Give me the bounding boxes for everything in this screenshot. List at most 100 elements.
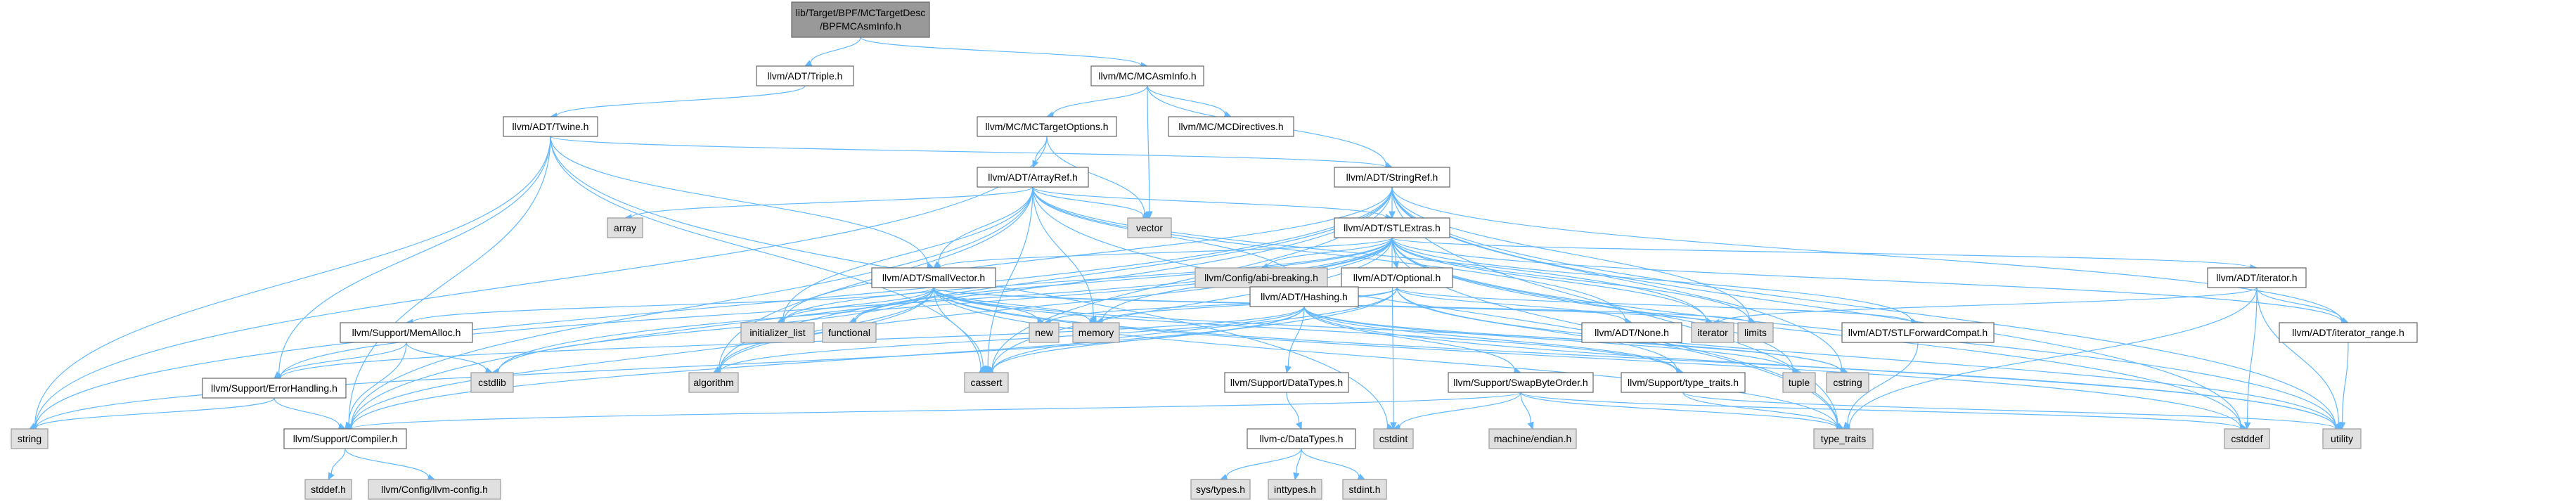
edge-swapbyte-to-typetraits: [1520, 392, 1845, 432]
node-datatypes[interactable]: llvm/Support/DataTypes.h: [1224, 372, 1349, 393]
node-algorithm[interactable]: algorithm: [688, 372, 739, 393]
tuple-label: tuple: [1789, 377, 1810, 388]
smallvector-label: llvm/ADT/SmallVector.h: [882, 272, 985, 283]
edge-mcasminfo-to-mctargetoptions: [1045, 85, 1148, 118]
edge-stlextras-to-cstddef: [1391, 237, 2248, 431]
edge-hashing-to-utility: [1303, 306, 2343, 432]
node-mcasminfo[interactable]: llvm/MC/MCAsmInfo.h: [1090, 65, 1204, 86]
node-limits[interactable]: limits: [1737, 322, 1774, 343]
machineendian-label: machine/endian.h: [1494, 433, 1572, 444]
algorithm-label: algorithm: [693, 377, 734, 388]
edge-swapbyte-to-cstddef: [1520, 392, 2248, 432]
llvmconfig-label: llvm/Config/llvm-config.h: [381, 484, 488, 495]
node-swapbyte[interactable]: llvm/Support/SwapByteOrder.h: [1448, 372, 1594, 393]
node-cdatatypes[interactable]: llvm-c/DataTypes.h: [1247, 428, 1356, 449]
root-label-line1: lib/Target/BPF/MCTargetDesc: [796, 7, 925, 18]
node-memory[interactable]: memory: [1072, 322, 1120, 343]
node-mcdirectives[interactable]: llvm/MC/MCDirectives.h: [1168, 116, 1294, 137]
edge-compiler-to-stddef: [328, 448, 346, 481]
edge-swapbyte-to-machineendian: [1520, 392, 1534, 430]
node-stlextras[interactable]: llvm/ADT/STLExtras.h: [1334, 217, 1450, 238]
node-tuple[interactable]: tuple: [1782, 372, 1816, 393]
node-optional[interactable]: llvm/ADT/Optional.h: [1341, 267, 1453, 288]
stlforward-label: llvm/ADT/STLForwardCompat.h: [1848, 327, 1988, 338]
edge-cdatatypes-to-inttypes: [1293, 448, 1302, 481]
twine-label: llvm/ADT/Twine.h: [513, 121, 589, 132]
node-utility[interactable]: utility: [2322, 428, 2362, 449]
edge-memalloc-to-errorhandling: [273, 342, 407, 380]
compiler-label: llvm/Support/Compiler.h: [293, 433, 398, 444]
edge-datatypes-to-cdatatypes: [1286, 392, 1302, 430]
functional-label: functional: [828, 327, 870, 338]
node-arrayref[interactable]: llvm/ADT/ArrayRef.h: [977, 167, 1089, 188]
edge-smallvector-to-cassert: [933, 287, 987, 374]
node-new[interactable]: new: [1029, 322, 1060, 343]
edge-iteratorh-to-iterator: [1711, 287, 2258, 326]
node-iterator[interactable]: iterator: [1691, 322, 1734, 343]
node-systypes[interactable]: sys/types.h: [1190, 479, 1251, 500]
node-functional[interactable]: functional: [822, 322, 877, 343]
array-label: array: [614, 222, 636, 233]
node-root-bpfmcasminfo[interactable]: lib/Target/BPF/MCTargetDesc /BPFMCAsmInf…: [791, 1, 930, 38]
errorhandling-label: llvm/Support/ErrorHandling.h: [211, 382, 337, 394]
node-compiler[interactable]: llvm/Support/Compiler.h: [283, 428, 407, 449]
typetraitsllvm-label: llvm/Support/type_traits.h: [1628, 377, 1739, 388]
node-array[interactable]: array: [607, 217, 643, 238]
cstdint-label: cstdint: [1379, 433, 1408, 444]
node-stddef[interactable]: stddef.h: [304, 479, 352, 500]
edge-compiler-to-llvmconfig: [344, 448, 436, 481]
edge-mcasminfo-to-vector: [1146, 85, 1153, 219]
edge-triple-to-twine: [549, 85, 806, 120]
node-inttypes[interactable]: inttypes.h: [1268, 479, 1322, 500]
inttypes-label: inttypes.h: [1274, 484, 1316, 495]
node-abibreaking[interactable]: llvm/Config/abi-breaking.h: [1194, 267, 1328, 288]
node-stdint[interactable]: stdint.h: [1342, 479, 1387, 500]
mctargetoptions-label: llvm/MC/MCTargetOptions.h: [985, 121, 1108, 132]
node-none[interactable]: llvm/ADT/None.h: [1581, 322, 1682, 343]
node-errorhandling[interactable]: llvm/Support/ErrorHandling.h: [202, 378, 347, 399]
stlextras-label: llvm/ADT/STLExtras.h: [1344, 222, 1441, 233]
node-typetraits[interactable]: type_traits: [1813, 428, 1874, 449]
hashing-label: llvm/ADT/Hashing.h: [1261, 291, 1348, 302]
node-machineendian[interactable]: machine/endian.h: [1488, 428, 1577, 449]
root-label-line2: /BPFMCAsmInfo.h: [820, 20, 901, 32]
node-twine[interactable]: llvm/ADT/Twine.h: [503, 116, 598, 137]
node-iterrange[interactable]: llvm/ADT/iterator_range.h: [2279, 322, 2418, 343]
edge-stringref-to-iterrange: [1391, 186, 2350, 326]
vector-label: vector: [1136, 222, 1163, 233]
node-cassert[interactable]: cassert: [964, 372, 1009, 393]
systypes-label: sys/types.h: [1196, 484, 1245, 495]
edge-iterrange-to-utility: [2338, 342, 2349, 430]
node-mctargetoptions[interactable]: llvm/MC/MCTargetOptions.h: [977, 116, 1117, 137]
arrayref-label: llvm/ADT/ArrayRef.h: [988, 172, 1078, 183]
node-cstdlib[interactable]: cstdlib: [470, 372, 514, 393]
node-stlforward[interactable]: llvm/ADT/STLForwardCompat.h: [1841, 322, 1995, 343]
utility-label: utility: [2331, 433, 2353, 444]
abibreaking-label: llvm/Config/abi-breaking.h: [1204, 272, 1318, 283]
cstring-label: cstring: [1833, 377, 1862, 388]
node-cstddef[interactable]: cstddef: [2224, 428, 2270, 449]
node-memalloc[interactable]: llvm/Support/MemAlloc.h: [340, 322, 473, 343]
stddef-label: stddef.h: [311, 484, 346, 495]
node-llvmconfig[interactable]: llvm/Config/llvm-config.h: [368, 479, 501, 500]
node-typetraitsllvm[interactable]: llvm/Support/type_traits.h: [1621, 372, 1746, 393]
node-hashing[interactable]: llvm/ADT/Hashing.h: [1249, 286, 1359, 307]
optional-label: llvm/ADT/Optional.h: [1353, 272, 1441, 283]
edge-arrayref-to-vector: [1032, 186, 1151, 220]
node-iteratorh[interactable]: llvm/ADT/iterator.h: [2207, 267, 2307, 288]
node-string[interactable]: string: [11, 428, 49, 449]
node-cstdint[interactable]: cstdint: [1373, 428, 1414, 449]
node-stringref[interactable]: llvm/ADT/StringRef.h: [1334, 167, 1450, 188]
node-smallvector[interactable]: llvm/ADT/SmallVector.h: [871, 267, 996, 288]
node-initlist[interactable]: initializer_list: [740, 322, 815, 343]
edge-arrayref-to-stlextras: [1032, 186, 1393, 221]
limits-label: limits: [1744, 327, 1767, 338]
node-triple[interactable]: llvm/ADT/Triple.h: [756, 65, 854, 86]
edge-stlextras-to-cstdint: [1390, 237, 1397, 430]
edge-twine-to-smallvector: [550, 136, 935, 269]
node-cstring[interactable]: cstring: [1826, 372, 1869, 393]
node-vector[interactable]: vector: [1127, 217, 1172, 238]
iteratorh-label: llvm/ADT/iterator.h: [2216, 272, 2297, 283]
edge-swapbyte-to-compiler: [344, 392, 1521, 432]
